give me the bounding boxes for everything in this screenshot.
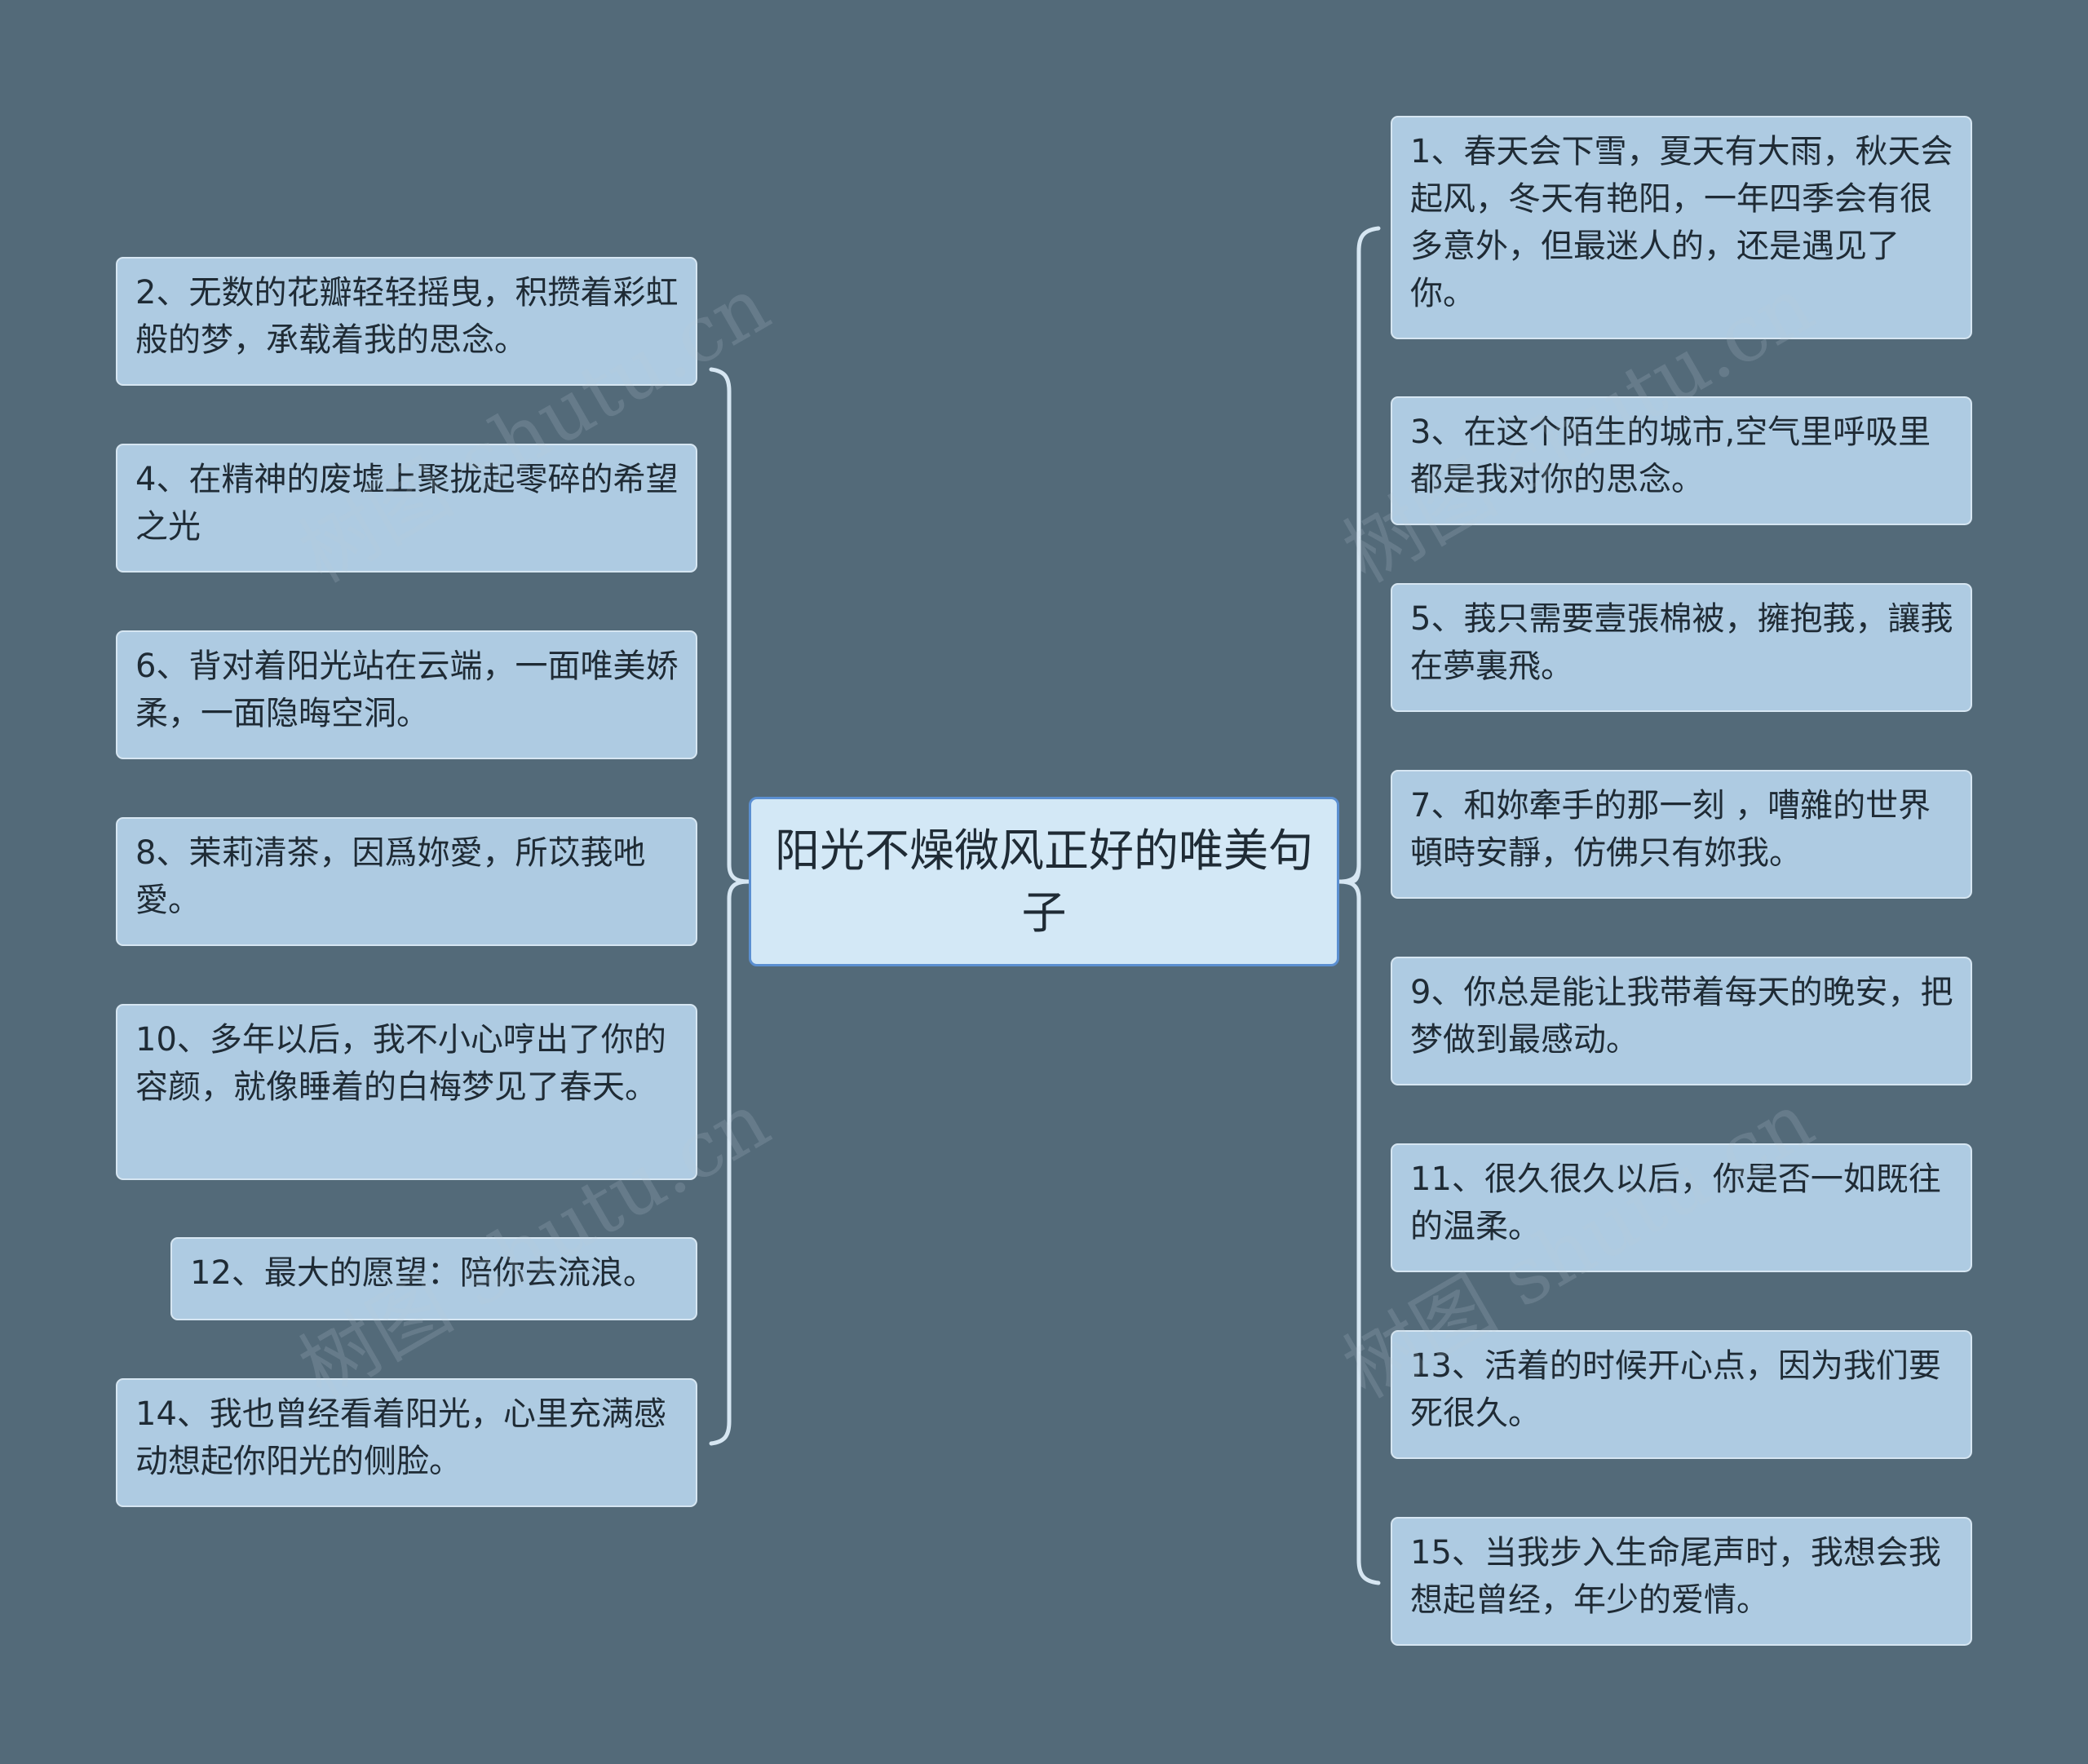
right-node-4-text: 7、和妳牽手的那一刻 ，嘈雜的世界頓時安靜，仿佛只有妳我。 [1410, 787, 1931, 872]
right-node-5[interactable]: 9、你总是能让我带着每天的晚安，把梦做到最感动。 [1391, 957, 1972, 1085]
left-node-2[interactable]: 4、在精神的废墟上聚拢起零碎的希望之光 [116, 444, 697, 573]
right-node-6[interactable]: 11、很久很久以后，你是否一如既往的温柔。 [1391, 1143, 1972, 1272]
right-node-1-text: 1、春天会下雪，夏天有大雨，秋天会起风，冬天有艳阳，一年四季会有很多意外，但最迷… [1410, 133, 1953, 312]
right-node-5-text: 9、你总是能让我带着每天的晚安，把梦做到最感动。 [1410, 974, 1953, 1059]
left-node-3[interactable]: 6、背对着阳光站在云端，一面唯美娇柔，一面隐晦空洞。 [116, 630, 697, 759]
right-node-2[interactable]: 3、在这个陌生的城市,空气里呼吸里都是我对你的思念。 [1391, 396, 1972, 525]
left-node-4-text: 8、茉莉清茶，因爲妳愛，所苡莪吔愛。 [135, 834, 646, 919]
right-node-3[interactable]: 5、莪只需要壹張棉被，擁抱莪，讓莪在夢裏飛。 [1391, 583, 1972, 712]
left-node-2-text: 4、在精神的废墟上聚拢起零碎的希望之光 [135, 461, 679, 546]
right-node-7[interactable]: 13、活着的时候开心点，因为我们要死很久。 [1391, 1330, 1972, 1459]
left-node-1-text: 2、无数的花瓣轻轻摇曳，积攒着彩虹般的梦，承载着我的思念。 [135, 274, 679, 359]
left-node-1[interactable]: 2、无数的花瓣轻轻摇曳，积攒着彩虹般的梦，承载着我的思念。 [116, 257, 697, 386]
left-node-4[interactable]: 8、茉莉清茶，因爲妳愛，所苡莪吔愛。 [116, 817, 697, 946]
right-node-3-text: 5、莪只需要壹張棉被，擁抱莪，讓莪在夢裏飛。 [1410, 600, 1953, 685]
right-node-8[interactable]: 15、当我步入生命尾声时，我想会我想起曾经，年少的爱情。 [1391, 1517, 1972, 1646]
right-node-4[interactable]: 7、和妳牽手的那一刻 ，嘈雜的世界頓時安靜，仿佛只有妳我。 [1391, 770, 1972, 899]
left-node-3-text: 6、背对着阳光站在云端，一面唯美娇柔，一面隐晦空洞。 [135, 648, 679, 732]
left-node-7[interactable]: 14、我也曾经看着阳光，心里充满感动想起你阳光的侧脸。 [116, 1378, 697, 1507]
right-node-6-text: 11、很久很久以后，你是否一如既往的温柔。 [1410, 1161, 1941, 1245]
left-node-6[interactable]: 12、最大的愿望：陪你去流浪。 [170, 1237, 697, 1320]
right-node-7-text: 13、活着的时候开心点，因为我们要死很久。 [1410, 1347, 1941, 1432]
right-bracket-connector [727, 226, 1381, 1585]
left-node-5[interactable]: 10、多年以后，我不小心哼出了你的容颜，就像睡着的白梅梦见了春天。 [116, 1004, 697, 1180]
central-topic-title: 阳光不燥微风正好的唯美句子 [774, 825, 1313, 939]
right-node-8-text: 15、当我步入生命尾声时，我想会我想起曾经，年少的爱情。 [1410, 1534, 1941, 1619]
right-node-2-text: 3、在这个陌生的城市,空气里呼吸里都是我对你的思念。 [1410, 413, 1931, 498]
left-node-6-text: 12、最大的愿望：陪你去流浪。 [190, 1254, 656, 1292]
left-node-7-text: 14、我也曾经看着阳光，心里充满感动想起你阳光的侧脸。 [135, 1395, 666, 1480]
left-node-5-text: 10、多年以后，我不小心哼出了你的容颜，就像睡着的白梅梦见了春天。 [135, 1021, 666, 1106]
right-node-1[interactable]: 1、春天会下雪，夏天有大雨，秋天会起风，冬天有艳阳，一年四季会有很多意外，但最迷… [1391, 116, 1972, 339]
left-bracket-connector [709, 367, 751, 1446]
central-topic[interactable]: 阳光不燥微风正好的唯美句子 [749, 797, 1339, 966]
